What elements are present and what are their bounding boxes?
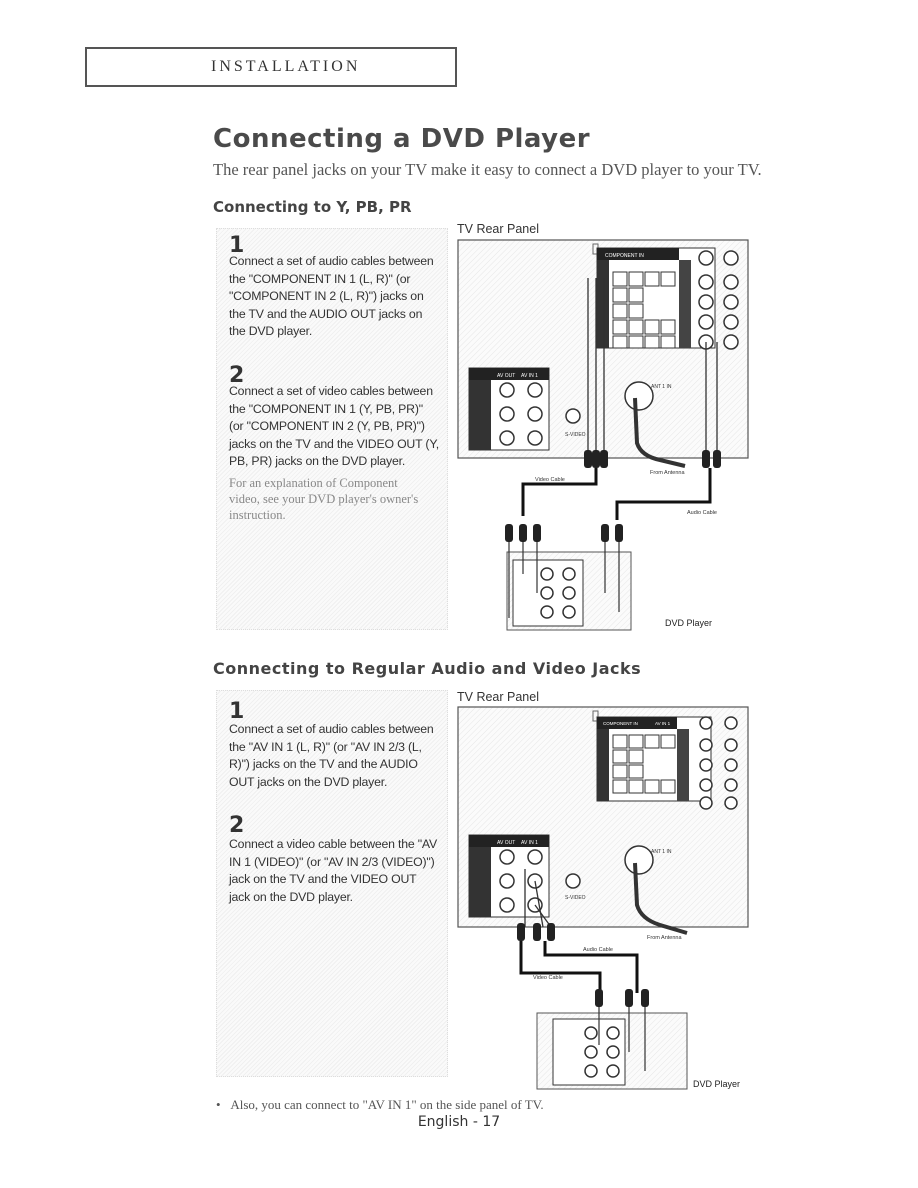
note-text: For an explanation of Component video, s… bbox=[229, 476, 419, 522]
section2-instructions: 1 Connect a set of audio cables between … bbox=[216, 690, 448, 1077]
av-out-label: AV OUT bbox=[497, 373, 515, 379]
bullet-note: • Also, you can connect to "AV IN 1" on … bbox=[216, 1097, 544, 1113]
av-in-label: AV IN 1 bbox=[521, 373, 538, 379]
intro-text: The rear panel jacks on your TV make it … bbox=[213, 160, 762, 179]
audio-cable-label: Audio Cable bbox=[583, 947, 613, 953]
dvd-player-label: DVD Player bbox=[665, 618, 712, 628]
tv-rear-panel-label: TV Rear Panel bbox=[457, 222, 539, 236]
section1-heading: Connecting to Y, PB, PR bbox=[213, 198, 412, 216]
s-video-label: S-VIDEO bbox=[565, 432, 586, 438]
component-connection-diagram: COMPONENT IN AV OUT AV IN 1 S-VIDEO ANT … bbox=[457, 239, 749, 631]
bullet-icon: • bbox=[216, 1097, 231, 1112]
page-footer: English - 17 bbox=[417, 1114, 501, 1130]
ant-in-label: ANT 1 IN bbox=[651, 849, 672, 855]
bullet-note-text: Also, you can connect to "AV IN 1" on th… bbox=[230, 1097, 544, 1112]
regular-av-connection-diagram: COMPONENT IN AV IN 1 AV OUT AV IN 1 S-VI… bbox=[457, 706, 749, 1090]
audio-cable-label: Audio Cable bbox=[687, 510, 717, 516]
from-antenna-label: From Antenna bbox=[647, 935, 682, 941]
tv-rear-panel-label: TV Rear Panel bbox=[457, 690, 539, 704]
component-in-label: COMPONENT IN bbox=[605, 253, 644, 259]
ant-in-label: ANT 1 IN bbox=[651, 384, 672, 390]
page-title: Connecting a DVD Player bbox=[213, 124, 591, 154]
step-text: Connect a set of audio cables between th… bbox=[229, 254, 434, 338]
section-header-label: INSTALLATION bbox=[211, 58, 361, 75]
component-in-label: COMPONENT IN bbox=[603, 721, 638, 726]
av-in-label: AV IN 1 bbox=[521, 840, 538, 846]
step-text: Connect a set of video cables between th… bbox=[229, 384, 439, 468]
section1-instructions: 1 Connect a set of audio cables between … bbox=[216, 228, 448, 630]
av-in-label: AV IN 1 bbox=[655, 721, 671, 726]
step-number: 1 bbox=[229, 699, 245, 724]
step-text: Connect a set of audio cables between th… bbox=[229, 722, 434, 789]
video-cable-label: Video Cable bbox=[533, 975, 563, 981]
section-header-box: INSTALLATION bbox=[85, 47, 457, 87]
from-antenna-label: From Antenna bbox=[650, 470, 685, 476]
video-cable-label: Video Cable bbox=[535, 477, 565, 483]
step-text: Connect a video cable between the "AV IN… bbox=[229, 837, 437, 904]
av-out-label: AV OUT bbox=[497, 840, 515, 846]
step-number: 1 bbox=[229, 233, 245, 258]
step-number: 2 bbox=[229, 363, 245, 388]
section2-heading: Connecting to Regular Audio and Video Ja… bbox=[213, 659, 642, 678]
s-video-label: S-VIDEO bbox=[565, 895, 586, 901]
step-number: 2 bbox=[229, 813, 245, 838]
dvd-player-label: DVD Player bbox=[693, 1079, 740, 1089]
